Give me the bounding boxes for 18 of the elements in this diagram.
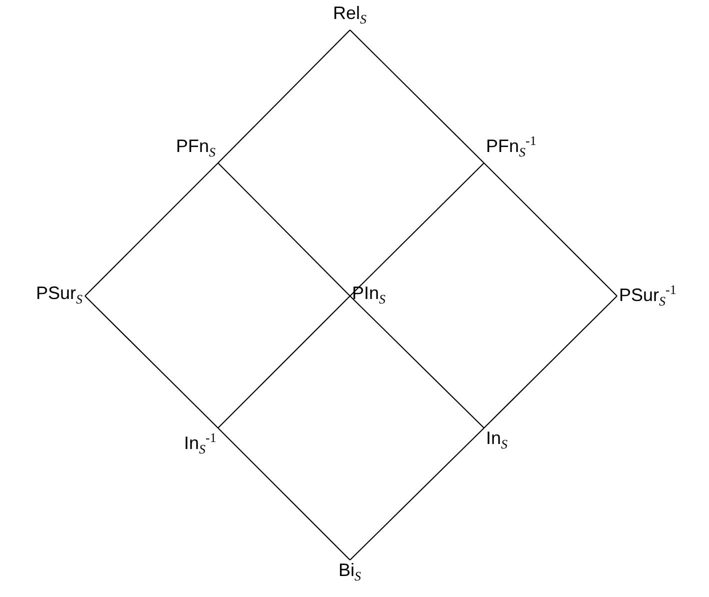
- connector-line: [484, 162, 618, 296]
- node-label: Rel$_{S}$: [331, 3, 369, 30]
- connector-line: [84, 162, 218, 296]
- connector-line: [484, 296, 618, 428]
- connector-line: [350, 428, 484, 560]
- node-label: In$_{S}$: [484, 428, 510, 455]
- connector-line: [218, 30, 350, 164]
- node-label: Bi$_{S}$: [336, 560, 364, 587]
- connector-line: [350, 296, 484, 428]
- node-label: PSur$_{S}$: [34, 282, 85, 310]
- connector-line: [350, 162, 484, 296]
- connector-line: [218, 428, 350, 560]
- node-label: PFn$_{S}$: [174, 136, 218, 163]
- connector-line: [218, 162, 350, 296]
- connector-line: [350, 30, 484, 164]
- connector-line: [218, 296, 350, 428]
- node-label: PIn$_{S}$: [350, 282, 388, 310]
- connector-line: [84, 296, 218, 428]
